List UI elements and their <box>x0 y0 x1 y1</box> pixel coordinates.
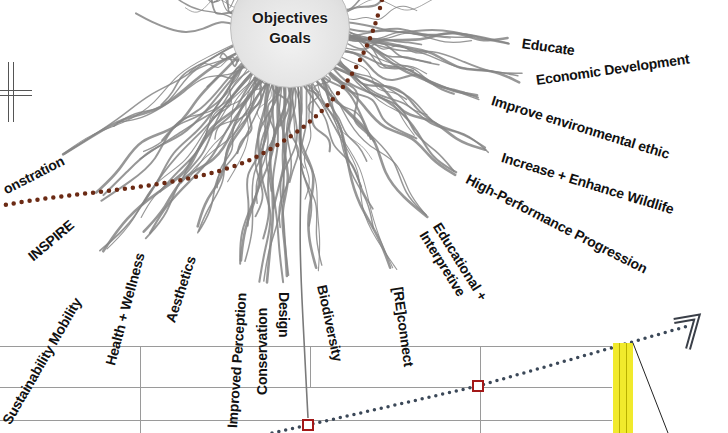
root-strand <box>189 72 263 161</box>
root-strand <box>317 72 426 215</box>
goal-label: Design <box>276 292 292 337</box>
root-strand <box>320 71 367 161</box>
root-strand <box>141 67 256 217</box>
goal-label: Improve environmental ethic <box>490 92 672 161</box>
root-strand <box>247 76 270 226</box>
goal-label: Improved Perception <box>224 292 249 428</box>
roots <box>63 0 522 418</box>
root-strand <box>100 68 257 251</box>
root-strand <box>337 50 454 93</box>
root-strand <box>136 13 238 32</box>
goal-circle: Objectives Goals <box>230 0 350 88</box>
root-strand <box>298 85 308 418</box>
root-strand <box>341 37 522 74</box>
root-strand <box>335 53 454 171</box>
goal-label: Educate <box>521 35 576 58</box>
goal-label: Conservation <box>254 308 270 395</box>
goal-label: INSPIRE <box>25 217 77 264</box>
goal-label: Biodiversity <box>314 283 346 362</box>
goal-label: Health + Wellness <box>102 251 147 367</box>
root-strand <box>300 77 311 226</box>
root-strand <box>326 65 374 141</box>
root-strand <box>213 60 249 118</box>
root-strand <box>199 75 268 231</box>
root-strand <box>334 56 414 130</box>
yellow-bars <box>613 343 668 433</box>
root-strand <box>312 75 330 151</box>
chevron <box>674 317 697 349</box>
goal-label: onstration <box>0 153 66 197</box>
goal-label: Educational + Interpretive <box>416 220 492 315</box>
goal-label: [RE]connect <box>390 286 417 368</box>
root-strand <box>333 57 414 136</box>
marker-square <box>473 381 483 391</box>
root-strand <box>273 79 283 282</box>
root-strand <box>340 0 459 15</box>
crosshair <box>0 62 32 122</box>
root-strand <box>217 70 260 187</box>
chevron <box>674 317 697 349</box>
root-strand <box>341 40 422 50</box>
goal-label: Sustainability Mobility <box>0 295 85 427</box>
goal-label: Aesthetics <box>162 254 198 324</box>
node-title: Objectives Goals <box>245 8 335 48</box>
root-strand <box>175 0 240 15</box>
marker-square <box>303 420 313 430</box>
